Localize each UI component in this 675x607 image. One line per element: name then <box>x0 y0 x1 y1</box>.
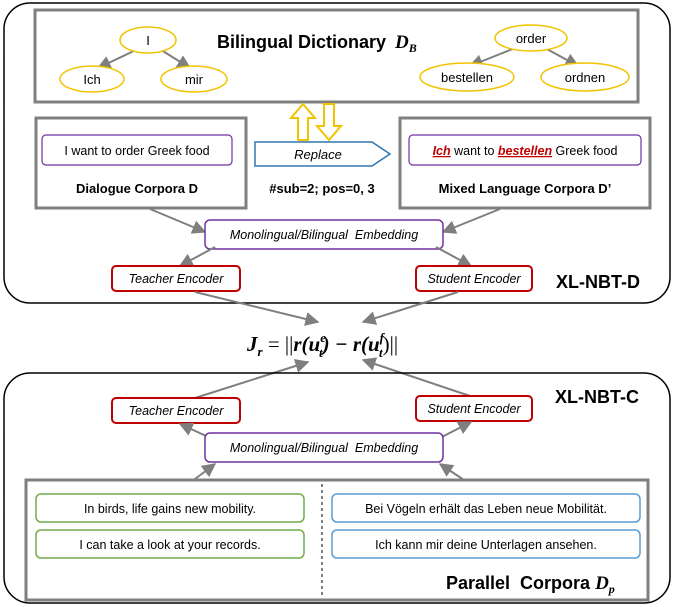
replace-arrow <box>254 141 392 167</box>
bottom-panel <box>3 372 671 604</box>
dictionary-title: Bilingual Dictionary DB <box>217 32 417 55</box>
arrow-top-student-to-objective <box>361 291 459 325</box>
arrow-embedding-to-student-top <box>435 246 473 267</box>
arrow-dialogue-to-embedding <box>149 208 207 234</box>
tree1-child-label-1: Ich <box>83 72 100 87</box>
bottom-embedding-label: Monolingual/Bilingual Embedding <box>230 441 418 455</box>
tree1-child-node-2 <box>160 65 228 93</box>
replace-label: Replace <box>294 147 342 162</box>
top-student-encoder-label: Student Encoder <box>427 272 521 286</box>
lookup-up-arrow <box>288 102 318 141</box>
bottom-teacher-encoder-label: Teacher Encoder <box>129 404 225 418</box>
german-sentence-1: Bei Vögeln erhält das Leben neue Mobilit… <box>365 502 607 516</box>
mixed-word-2: bestellen <box>498 144 553 158</box>
arrow-bottom-student-to-objective <box>361 357 471 397</box>
replace-note: #sub=2; pos=0, 3 <box>269 181 375 196</box>
bottom-student-encoder-label: Student Encoder <box>427 402 521 416</box>
arrow-mixed-to-embedding <box>441 208 501 234</box>
german-sentence-2: Ich kann mir deine Unterlagen ansehen. <box>375 538 597 552</box>
bottom-student-encoder <box>415 395 533 422</box>
top-embedding-box <box>204 219 444 250</box>
tree2-root-node <box>494 24 568 52</box>
mixed-sentence: Ich want to bestellen Greek food <box>433 144 618 158</box>
top-panel-label: XL-NBT-D <box>556 272 640 292</box>
bottom-teacher-encoder <box>111 397 241 424</box>
arrow-bottom-teacher-to-objective <box>194 359 310 399</box>
english-sentence-2: I can take a look at your records. <box>79 538 260 552</box>
dialogue-sentence-box <box>41 134 233 166</box>
tree2-child-node-1 <box>419 62 515 92</box>
tree1-root-label: I <box>146 33 150 48</box>
top-teacher-encoder <box>111 265 241 292</box>
tree2-child-label-2: ordnen <box>565 70 605 85</box>
english-sentence-1: In birds, life gains new mobility. <box>84 502 256 516</box>
german-sentence-box-1 <box>331 493 641 523</box>
top-student-encoder <box>415 265 533 292</box>
dialogue-caption: Dialogue Corpora D <box>76 181 198 196</box>
german-sentence-box-2 <box>331 529 641 559</box>
arrow-embedding-to-teacher-top <box>178 246 216 267</box>
lookup-down-arrow <box>314 103 344 142</box>
bottom-panel-label: XL-NBT-C <box>555 387 639 407</box>
tree2-child-node-2 <box>540 62 630 92</box>
tree1-child-node-1 <box>59 65 125 93</box>
tree1-child-label-2: mir <box>185 72 204 87</box>
arrow-top-teacher-to-objective <box>194 291 320 326</box>
mixed-caption: Mixed Language Corpora D’ <box>439 181 612 196</box>
mixed-word-1: Ich <box>433 144 451 158</box>
mixed-sentence-box <box>408 134 642 166</box>
top-embedding-label: Monolingual/Bilingual Embedding <box>230 228 418 242</box>
tree2-root-label: order <box>516 31 547 46</box>
dialogue-sentence: I want to order Greek food <box>64 144 209 158</box>
english-sentence-box-2 <box>35 529 305 559</box>
tree1-root-node <box>119 26 177 54</box>
bottom-embedding-box <box>204 432 444 463</box>
english-sentence-box-1 <box>35 493 305 523</box>
top-teacher-encoder-label: Teacher Encoder <box>129 272 225 286</box>
tree2-child-label-1: bestellen <box>441 70 493 85</box>
